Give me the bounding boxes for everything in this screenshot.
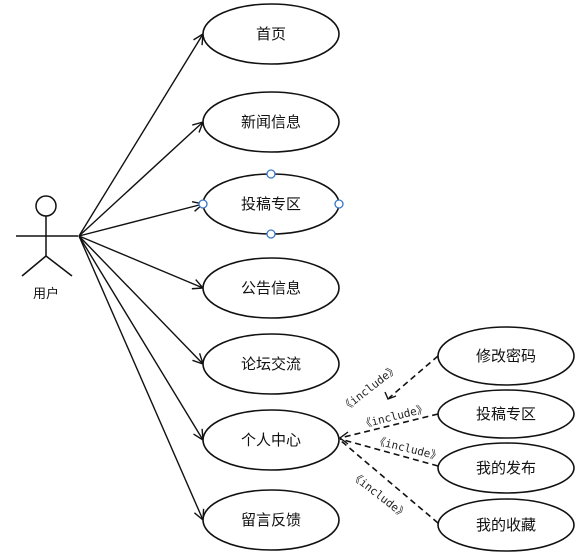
include-line-my-posts — [339, 438, 439, 467]
use-case-label: 留言反馈 — [241, 511, 301, 529]
include-line-change-password — [388, 355, 439, 399]
use-case-notice[interactable]: 公告信息 — [202, 257, 340, 319]
use-case-label: 论坛交流 — [241, 355, 301, 373]
include-label-1: 《include》 — [339, 362, 401, 414]
associations — [78, 34, 203, 520]
use-case-ellipse — [202, 257, 340, 319]
use-case-ellipse — [202, 409, 340, 471]
use-case-label: 公告信息 — [241, 279, 301, 297]
association-feedback — [78, 235, 203, 520]
use-case-my-posts[interactable]: 我的发布 — [437, 442, 575, 494]
selection-handle-left[interactable] — [198, 199, 208, 209]
use-case-label: 投稿专区 — [476, 405, 536, 423]
actor-left-leg — [21, 255, 47, 277]
use-case-label: 新闻信息 — [241, 113, 301, 131]
use-case-ellipse — [202, 489, 340, 551]
include-label-2: 《include》 — [359, 402, 428, 431]
association-submit — [78, 204, 203, 237]
actor-user[interactable]: 用户 — [16, 195, 78, 302]
use-case-label: 我的收藏 — [476, 516, 536, 534]
use-case-label: 我的发布 — [476, 459, 536, 477]
use-case-submit[interactable]: 投稿专区 — [198, 169, 344, 239]
use-case-label: 投稿专区 — [241, 195, 301, 213]
include-line-my-favorites — [339, 439, 439, 524]
include-labels: 《include》 《include》 《include》 《include》 — [339, 362, 443, 521]
include-arrowhead-personal — [338, 431, 349, 445]
use-case-change-password[interactable]: 修改密码 — [437, 326, 575, 386]
use-case-label: 个人中心 — [241, 431, 301, 449]
use-case-ellipse — [437, 326, 575, 386]
selection-handle-right[interactable] — [334, 199, 344, 209]
actor-label: 用户 — [33, 286, 59, 302]
actor-right-leg — [45, 255, 73, 277]
include-arrowheads — [338, 391, 397, 445]
include-label-4: 《include》 — [348, 469, 410, 521]
association-home — [78, 34, 203, 237]
use-case-ellipse — [437, 389, 575, 439]
use-case-personal[interactable]: 个人中心 — [202, 409, 340, 471]
include-label-3: 《include》 — [373, 434, 442, 463]
use-case-ellipse — [202, 91, 340, 153]
use-case-ellipse — [202, 3, 340, 65]
association-news — [78, 122, 203, 237]
include-arrowhead-change-password — [384, 391, 397, 400]
use-case-ellipse — [202, 333, 340, 395]
use-case-label: 首页 — [256, 25, 286, 43]
association-forum — [78, 235, 203, 364]
use-case-ellipse — [437, 442, 575, 494]
use-case-ellipse — [437, 498, 575, 552]
actor-head — [35, 195, 57, 217]
use-case-home[interactable]: 首页 — [202, 3, 340, 65]
use-case-my-favorites[interactable]: 我的收藏 — [437, 498, 575, 552]
use-case-label: 修改密码 — [476, 347, 536, 365]
selection-handle-top[interactable] — [266, 169, 276, 179]
association-notice — [78, 235, 203, 288]
include-line-my-submission — [339, 413, 439, 439]
selection-handle-bottom[interactable] — [266, 229, 276, 239]
include-relations — [339, 355, 439, 524]
use-case-news[interactable]: 新闻信息 — [202, 91, 340, 153]
use-case-feedback[interactable]: 留言反馈 — [202, 489, 340, 551]
use-case-my-submission[interactable]: 投稿专区 — [437, 389, 575, 439]
association-personal — [78, 235, 203, 440]
use-case-forum[interactable]: 论坛交流 — [202, 333, 340, 395]
